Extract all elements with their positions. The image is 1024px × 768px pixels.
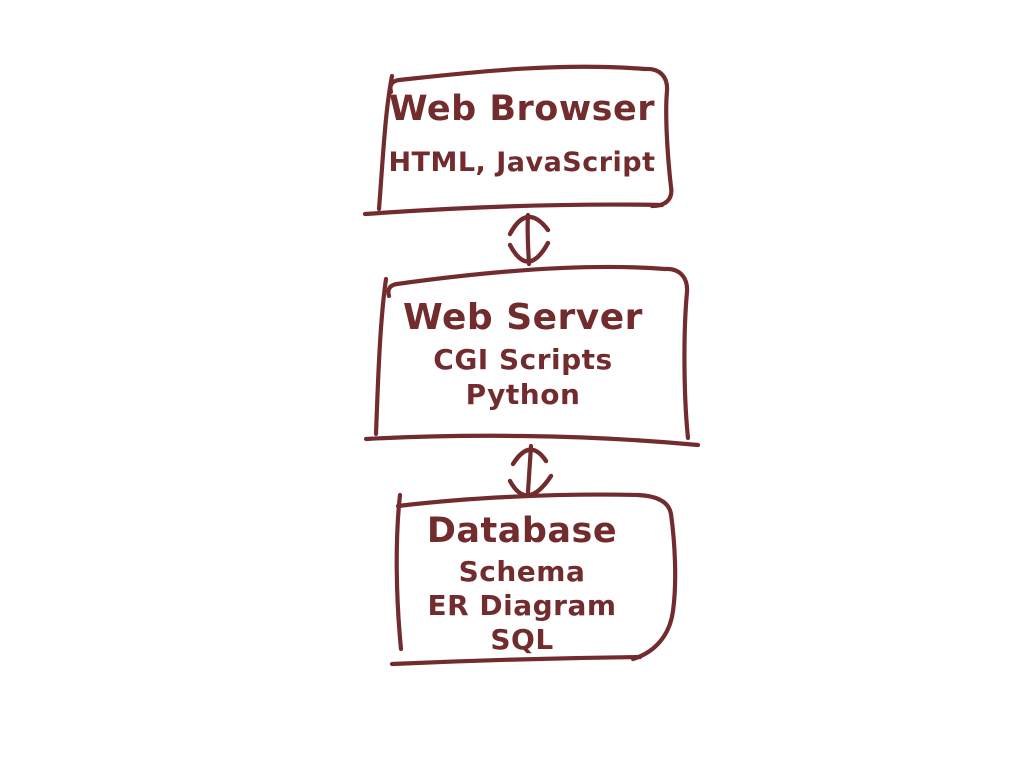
connector-browser-server-arrow [507,212,551,267]
node-web-browser: Web Browser HTML, JavaScript [382,89,662,178]
arrow-1-up-arrowhead [507,214,551,237]
database-box-left-edge [394,492,404,652]
database-box-bottom-edge [389,654,643,667]
connector-server-database-arrow [507,443,554,498]
web-browser-box-right-top-edge [388,64,674,209]
node-web-server-title: Web Server [403,297,643,338]
web-server-box-left-edge [373,276,389,437]
node-web-server-line: Python [465,378,581,411]
node-database-title: Database [426,511,618,551]
node-web-browser-line: HTML, JavaScript [388,147,656,178]
web-server-box-bottom-edge [363,433,701,448]
node-database-line: ER Diagram [427,589,617,622]
web-browser-box-outline [362,64,674,217]
web-browser-box-left-edge [376,73,395,212]
database-box-outline [389,492,678,667]
web-server-box-right-top-edge [386,264,691,441]
arrow-1-shaft [525,212,532,267]
node-web-server: Web Server CGI Scripts Python [382,300,664,409]
web-browser-box-bottom-edge [362,202,665,217]
node-database: Database Schema ER Diagram SQL [384,514,660,654]
node-web-server-line: CGI Scripts [433,343,613,376]
arrow-1-down-arrowhead [507,240,551,264]
node-database-line: Schema [458,555,586,588]
arrow-2-up-arrowhead [510,447,549,467]
web-server-box-outline [363,264,701,448]
node-database-line: SQL [490,623,554,656]
database-box-top-right-edge [395,492,678,662]
arrow-2-shaft [525,443,534,495]
node-web-browser-title: Web Browser [389,89,655,129]
